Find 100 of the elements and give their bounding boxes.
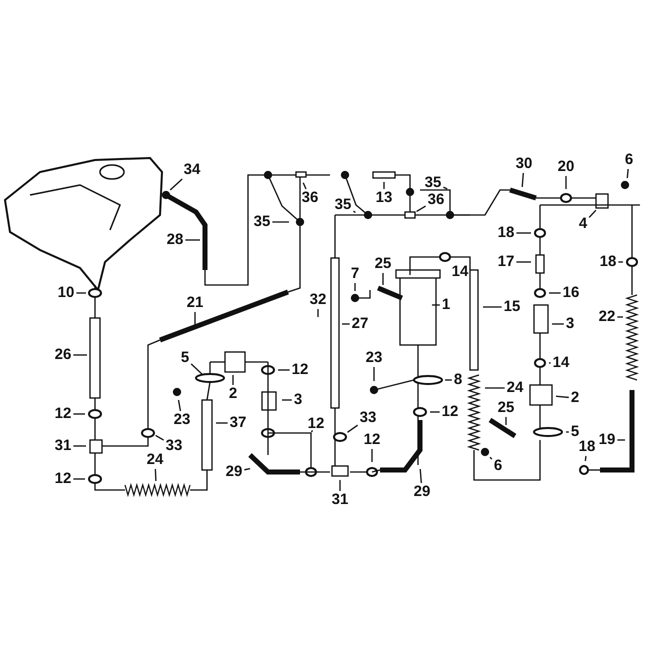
leader-line <box>73 445 86 447</box>
callout-number: 28 <box>166 232 184 248</box>
leader-line <box>584 456 587 462</box>
callout-number: 2 <box>228 386 238 402</box>
leader-line <box>485 387 505 389</box>
leader-line <box>552 323 564 325</box>
leader-line <box>617 316 623 318</box>
callout-number: 29 <box>412 484 432 500</box>
callout-number: 18 <box>598 254 618 270</box>
leader-line <box>278 369 290 371</box>
callout-number: 2 <box>570 390 580 406</box>
leader-line <box>190 363 202 374</box>
leader-line <box>373 367 375 381</box>
callout-number: 31 <box>330 492 350 508</box>
leader-line <box>244 468 250 470</box>
callout-number: 14 <box>450 264 470 280</box>
callout-number: 36 <box>300 190 320 206</box>
callout-number: 12 <box>54 406 72 422</box>
callout-number: 14 <box>552 355 570 371</box>
callout-number: 12 <box>306 416 326 432</box>
callout-number: 35 <box>252 214 272 230</box>
callout-number: 37 <box>228 415 248 431</box>
leader-line <box>445 379 452 381</box>
callout-number: 15 <box>502 299 522 315</box>
leader-line <box>516 261 531 263</box>
callout-number: 13 <box>374 190 394 206</box>
callout-number: 33 <box>164 438 184 454</box>
leader-line <box>342 323 350 325</box>
leader-line <box>549 292 561 294</box>
callout-number: 5 <box>180 350 190 366</box>
leader-line <box>155 434 164 441</box>
callout-number: 35 <box>424 175 442 191</box>
callout-number: 3 <box>292 392 304 408</box>
callout-number: 23 <box>364 350 384 366</box>
leader-line <box>302 182 307 190</box>
callout-number: 35 <box>334 197 352 213</box>
callout-number: 12 <box>54 471 72 487</box>
callout-number: 21 <box>186 295 204 311</box>
callout-number: 25 <box>496 400 516 416</box>
callout-number: 19 <box>598 432 616 448</box>
callout-number: 17 <box>496 254 516 270</box>
callout-number: 1 <box>440 297 452 313</box>
callout-number: 33 <box>358 410 378 426</box>
leader-line <box>549 362 551 364</box>
leader-line <box>76 292 86 294</box>
callout-number: 36 <box>426 192 446 208</box>
leader-line <box>178 400 182 412</box>
callout-number: 24 <box>506 380 524 396</box>
leader-line <box>416 206 426 212</box>
callout-number: 6 <box>492 458 504 474</box>
callout-number: 26 <box>54 347 72 363</box>
leader-line <box>522 172 524 188</box>
leader-line <box>170 178 183 190</box>
callout-number: 12 <box>440 404 460 420</box>
callout-number: 31 <box>54 438 72 454</box>
callout-number: 18 <box>496 225 516 241</box>
leader-line <box>272 221 289 223</box>
leader-line <box>383 182 385 189</box>
callout-number: 22 <box>598 309 616 325</box>
leader-line <box>565 176 567 189</box>
leader-line <box>154 468 157 482</box>
callout-number: 30 <box>514 156 534 172</box>
leader-line <box>483 306 502 308</box>
leader-line <box>626 168 629 178</box>
leader-line <box>490 456 492 460</box>
callout-number: 24 <box>146 452 164 468</box>
leader-line <box>420 468 422 484</box>
leader-line <box>505 417 507 425</box>
callout-number: 7 <box>350 266 360 282</box>
callout-number: 32 <box>308 292 328 308</box>
leader-line <box>617 439 625 441</box>
leader-line <box>185 239 200 241</box>
leader-line <box>73 413 85 415</box>
callout-number: 12 <box>362 432 382 448</box>
leader-line <box>73 354 87 356</box>
callout-number: 5 <box>570 424 580 440</box>
callout-number: 4 <box>578 216 588 232</box>
callout-number: 29 <box>224 464 244 480</box>
leader-line <box>216 422 228 424</box>
leader-line <box>73 478 85 480</box>
callout-number: 34 <box>182 162 202 178</box>
leader-line <box>382 273 384 285</box>
leader-line <box>339 480 341 491</box>
leader-line <box>588 210 596 218</box>
callout-number: 6 <box>624 152 634 168</box>
callout-number: 10 <box>56 285 76 301</box>
callout-number: 27 <box>350 316 370 332</box>
leader-line <box>310 430 314 432</box>
callout-number: 25 <box>374 256 392 272</box>
callout-number: 20 <box>556 159 576 175</box>
leader-line <box>371 449 373 462</box>
leader-line <box>432 304 440 306</box>
leader-line <box>353 210 356 214</box>
callout-number: 8 <box>452 372 464 388</box>
leader-line <box>282 399 292 401</box>
leader-line <box>430 411 440 413</box>
callout-number: 12 <box>290 362 310 378</box>
leader-line <box>354 283 356 291</box>
leader-line <box>556 396 569 398</box>
leader-line <box>232 375 234 385</box>
